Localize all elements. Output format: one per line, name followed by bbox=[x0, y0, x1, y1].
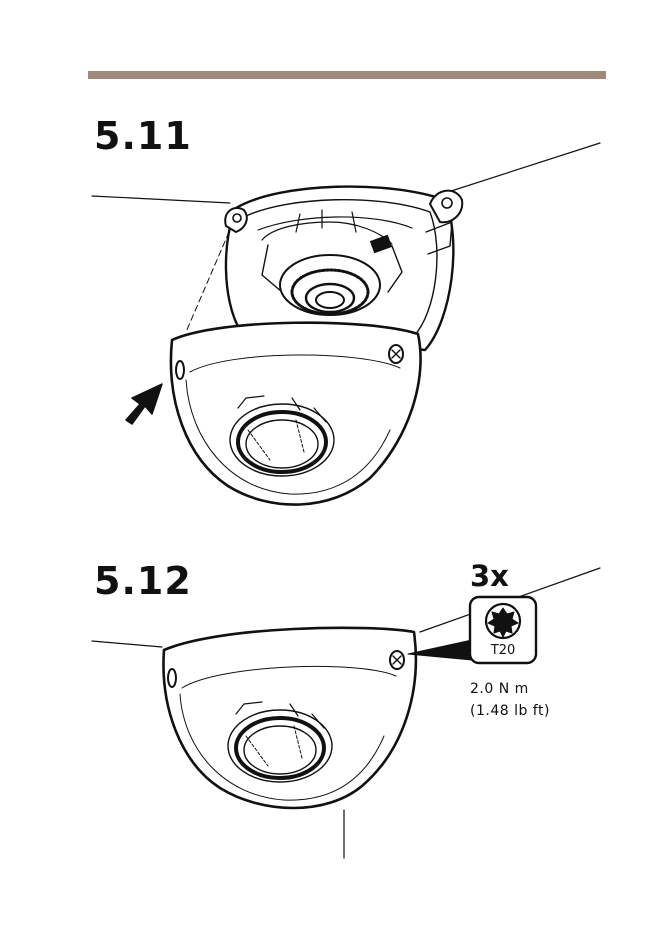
leader-line-left-2 bbox=[92, 641, 162, 647]
push-arrow-icon bbox=[126, 384, 162, 424]
torx-bit-icon bbox=[486, 604, 520, 638]
bit-label: T20 bbox=[470, 644, 536, 657]
dome-cover bbox=[171, 323, 421, 505]
leader-line-right-2 bbox=[420, 568, 600, 632]
dome-cover-installed bbox=[163, 628, 415, 808]
torque-metric: 2.0 N m bbox=[470, 682, 529, 696]
leader-line-right bbox=[445, 143, 600, 193]
step-number-5-12: 5.12 bbox=[94, 562, 192, 600]
screw-quantity: 3x bbox=[470, 562, 509, 591]
torque-imperial: (1.48 lb ft) bbox=[470, 704, 550, 718]
illustration-step-5-11 bbox=[0, 0, 662, 540]
callout-pointer bbox=[408, 640, 472, 660]
alignment-dash bbox=[186, 232, 229, 332]
leader-line-left bbox=[92, 196, 230, 203]
